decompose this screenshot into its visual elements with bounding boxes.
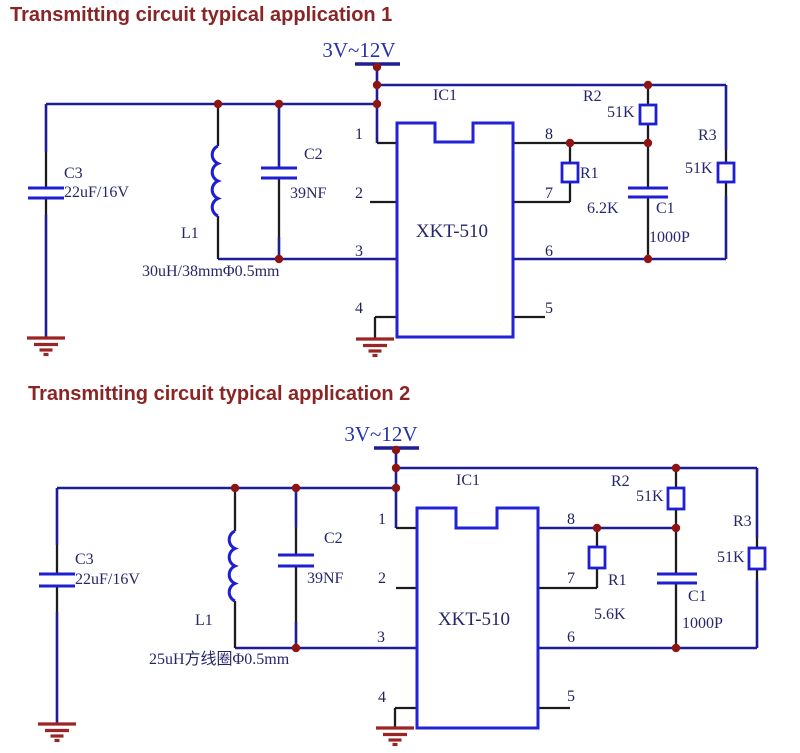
r3-value: 51K xyxy=(685,160,713,177)
pin-3: 3 xyxy=(355,243,363,260)
pin-8: 8 xyxy=(545,126,553,143)
r3-value: 51K xyxy=(717,549,745,566)
c1-value: 1000P xyxy=(649,229,690,246)
inductor-l1: L1 30uH/38mmΦ0.5mm xyxy=(142,144,280,280)
resistor-r1: R1 5.6K xyxy=(587,545,627,623)
ic-body xyxy=(415,506,540,730)
resistor-r3: R3 51K xyxy=(685,127,736,184)
pin-numbers: 1 2 3 4 8 7 6 5 xyxy=(355,126,553,317)
junction-dots xyxy=(230,445,681,653)
pin-6: 6 xyxy=(545,243,553,260)
ground-symbol xyxy=(354,337,396,358)
resistor-body xyxy=(587,545,607,570)
ic-xkt510: IC1 XKT-510 xyxy=(395,87,515,339)
inductor-coil xyxy=(227,529,239,603)
capacitor-c2: C2 39NF xyxy=(261,146,327,202)
capacitor-symbol xyxy=(39,572,75,588)
capacitor-c1: C1 1000P xyxy=(657,572,723,632)
circuit1-power-label: 3V~12V xyxy=(322,38,395,62)
r1-value: 6.2K xyxy=(587,200,619,217)
pin-5: 5 xyxy=(545,300,553,317)
r2-value: 51K xyxy=(607,104,635,121)
ground-symbol xyxy=(36,722,78,743)
ic-part-number: XKT-510 xyxy=(438,609,510,630)
c3-value: 22uF/16V xyxy=(64,184,129,201)
pin-8: 8 xyxy=(567,511,575,528)
ic-part-number: XKT-510 xyxy=(416,221,488,242)
pin-4: 4 xyxy=(355,300,363,317)
r2-ref: R2 xyxy=(611,473,630,490)
circuit2-power-label: 3V~12V xyxy=(344,422,417,446)
inductor-coil xyxy=(210,144,222,218)
l1-ref: L1 xyxy=(181,225,199,242)
r1-ref: R1 xyxy=(580,165,599,182)
capacitor-symbol xyxy=(657,572,697,585)
ic-body xyxy=(395,121,515,339)
pin-1: 1 xyxy=(355,126,363,143)
c3-ref: C3 xyxy=(75,551,94,568)
resistor-body xyxy=(560,161,580,184)
pin-3: 3 xyxy=(377,629,385,646)
pin-5: 5 xyxy=(567,688,575,705)
ic-ref: IC1 xyxy=(433,87,457,104)
pin-1: 1 xyxy=(378,511,386,528)
pin-6: 6 xyxy=(567,629,575,646)
resistor-r1: R1 6.2K xyxy=(560,161,619,217)
r3-ref: R3 xyxy=(698,127,717,144)
pin-7: 7 xyxy=(567,570,575,587)
pin-2: 2 xyxy=(378,570,386,587)
r3-ref: R3 xyxy=(733,513,752,530)
pin-numbers: 1 2 3 4 8 7 6 5 xyxy=(377,511,575,706)
inductor-l1: L1 25uH方线圈Φ0.5mm xyxy=(149,529,290,668)
capacitor-c3: C3 22uF/16V xyxy=(39,551,140,588)
c2-ref: C2 xyxy=(304,146,323,163)
circuit2-schematic: 3V~12V C3 22uF/16V L1 25uH方线圈Φ0.5mm C xyxy=(36,422,767,747)
ground-symbol xyxy=(374,726,416,747)
circuit1-title: Transmitting circuit typical application… xyxy=(10,4,393,26)
c2-ref: C2 xyxy=(324,530,343,547)
c1-ref: C1 xyxy=(688,588,707,605)
l1-value: 25uH方线圈Φ0.5mm xyxy=(149,650,290,668)
capacitor-c2: C2 39NF xyxy=(278,530,344,587)
capacitor-symbol xyxy=(278,553,314,568)
r1-ref: R1 xyxy=(608,572,627,589)
capacitor-symbol xyxy=(261,166,297,180)
c2-value: 39NF xyxy=(307,570,344,587)
resistor-r2: R2 51K xyxy=(583,88,658,126)
capacitor-symbol xyxy=(28,186,64,200)
pin-7: 7 xyxy=(545,185,553,202)
resistor-body xyxy=(747,546,767,571)
ic-xkt510: IC1 XKT-510 xyxy=(415,472,540,730)
ground-symbol xyxy=(25,336,67,357)
capacitor-c3: C3 22uF/16V xyxy=(28,165,129,201)
c1-ref: C1 xyxy=(656,200,675,217)
pin-4: 4 xyxy=(378,689,386,706)
lead xyxy=(44,85,728,338)
r1-value: 5.6K xyxy=(594,606,626,623)
c2-value: 39NF xyxy=(290,185,327,202)
resistor-r2: R2 51K xyxy=(611,473,686,511)
capacitor-symbol xyxy=(628,186,668,199)
lead xyxy=(55,468,759,727)
capacitor-c1: C1 1000P xyxy=(628,186,690,246)
r2-ref: R2 xyxy=(583,88,602,105)
junction-dots xyxy=(213,62,653,264)
resistor-body xyxy=(716,161,736,184)
c3-ref: C3 xyxy=(64,165,83,182)
l1-value: 30uH/38mmΦ0.5mm xyxy=(142,263,280,280)
resistor-body xyxy=(666,486,686,511)
ic-ref: IC1 xyxy=(456,472,480,489)
l1-ref: L1 xyxy=(195,612,213,629)
circuit1-schematic: 3V~12V C3 22uF/16V L1 30uH/38mmΦ0.5mm xyxy=(25,38,736,358)
resistor-r3: R3 51K xyxy=(717,513,767,571)
r2-value: 51K xyxy=(636,488,664,505)
resistor-body xyxy=(638,103,658,126)
c1-value: 1000P xyxy=(682,615,723,632)
circuit2-title: Transmitting circuit typical application… xyxy=(28,383,411,405)
c3-value: 22uF/16V xyxy=(75,571,140,588)
pin-2: 2 xyxy=(355,185,363,202)
